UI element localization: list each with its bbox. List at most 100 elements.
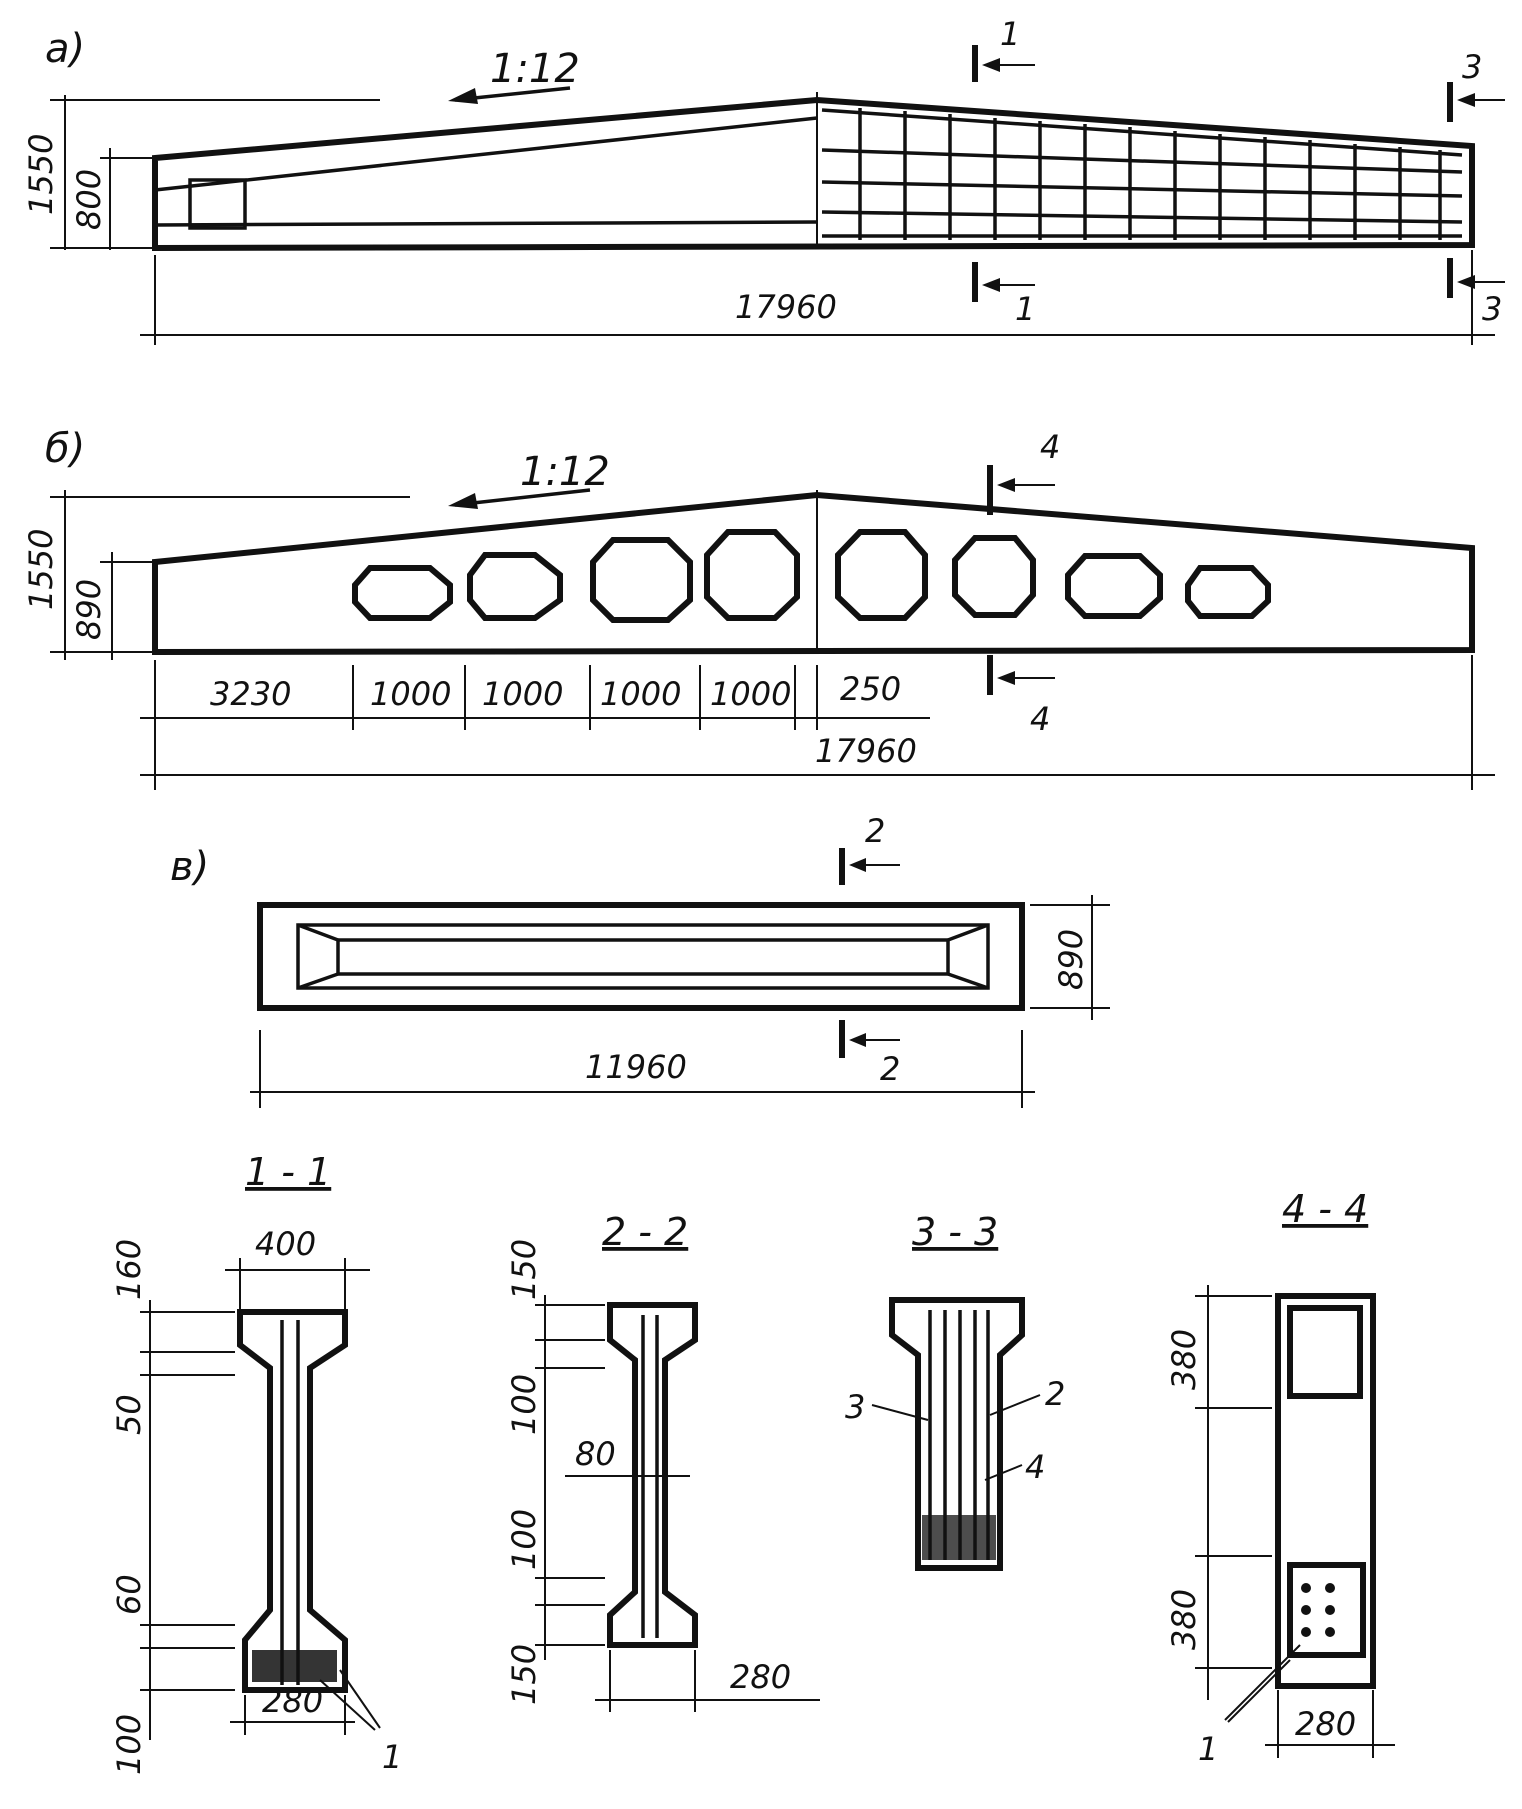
- view-a-reinforcement-cage: [821, 108, 1463, 240]
- web-opening: [704, 529, 800, 621]
- cut-3-top-arrowhead: [1457, 93, 1475, 107]
- cut-4-bottom-label: 4: [1030, 700, 1050, 738]
- cut-4-bottom-arrowhead: [997, 671, 1015, 685]
- section-3-3-callout-2: 2: [1045, 1375, 1065, 1413]
- section-1-1-dim-160: 160: [110, 1239, 148, 1300]
- section-1-1-dim-400: 400: [255, 1225, 316, 1263]
- cut-4-top-label: 4: [1040, 428, 1060, 466]
- view-a-end-panel: [188, 178, 247, 230]
- section-2-2-title: 2 - 2: [602, 1210, 688, 1254]
- view-a-dim-17960: 17960: [735, 288, 837, 326]
- view-c-chamfer: [947, 923, 989, 942]
- cut-1-bottom-label: 1: [1015, 290, 1035, 328]
- view-c-outline: [257, 902, 1025, 1011]
- section-1-1-bottom-bars: [252, 1650, 337, 1682]
- section-3-3-bottom-bars: [922, 1515, 996, 1560]
- view-c-beam: в) 890 11960 2 2: [170, 812, 1110, 1108]
- section-4-4-dim-380-bot: 380: [1165, 1589, 1203, 1650]
- web-opening: [835, 529, 928, 621]
- section-1-1-leader: [319, 1679, 376, 1731]
- section-4-4-dim-280: 280: [1295, 1705, 1356, 1743]
- section-4-4-leader: [1227, 1659, 1291, 1723]
- view-c-recess-bottom: [336, 938, 950, 976]
- view-c-chamfer: [297, 923, 339, 942]
- section-4-4-rebar-dot: [1325, 1627, 1335, 1637]
- section-3-3-callout-4: 4: [1025, 1448, 1045, 1486]
- view-c-chamfer: [297, 972, 339, 990]
- cage-longitudinal-bar: [821, 180, 1463, 198]
- cut-2-top-arrowhead: [849, 858, 866, 872]
- section-3-3-leader-4: [984, 1464, 1023, 1481]
- cage-longitudinal-bar: [821, 210, 1463, 224]
- view-b-solid-beam: б) 1:12 1550 890: [22, 426, 1495, 790]
- cut-2-top-label: 2: [865, 812, 885, 850]
- web-opening: [590, 537, 693, 623]
- section-4-4-rebar-dot: [1301, 1583, 1311, 1593]
- section-1-1-title: 1 - 1: [245, 1150, 331, 1194]
- web-opening: [352, 565, 453, 621]
- web-opening: [952, 535, 1036, 618]
- view-c-dim-11960: 11960: [585, 1048, 687, 1086]
- view-c-dim-890: 890: [1052, 929, 1090, 990]
- view-b-web-openings: [352, 529, 1271, 623]
- cut-4-top-arrowhead: [997, 478, 1015, 492]
- view-b-dim-1550: 1550: [22, 529, 60, 610]
- cage-longitudinal-bar: [821, 108, 1463, 157]
- section-4-4-bottom-cage: [1287, 1562, 1366, 1658]
- section-4-4-top-cage: [1287, 1305, 1363, 1399]
- view-a-trussed-beam: а) 1:12: [22, 15, 1505, 345]
- section-3-3-leader-2: [989, 1394, 1041, 1416]
- view-b-dim-3230: 3230: [210, 675, 291, 713]
- view-a-top-chord-inner: [154, 116, 818, 192]
- section-4-4: 4 - 4 380 380 280 1: [1165, 1187, 1395, 1768]
- cut-3-bottom-label: 3: [1482, 290, 1502, 328]
- section-2-2-dim-150-bot: 150: [505, 1644, 543, 1705]
- section-3-3-title: 3 - 3: [912, 1210, 998, 1254]
- section-2-2-dim-100-bot: 100: [505, 1509, 543, 1570]
- section-4-4-title: 4 - 4: [1282, 1187, 1368, 1231]
- view-a-slope-arrowhead: [448, 88, 478, 104]
- cut-2-bottom-label: 2: [880, 1050, 900, 1088]
- view-b-dim-1000-a: 1000: [370, 675, 451, 713]
- view-b-slope-arrowhead: [448, 493, 478, 509]
- section-4-4-dim-380-top: 380: [1165, 1329, 1203, 1390]
- view-b-dim-890: 890: [70, 579, 108, 640]
- view-a-label: а): [45, 26, 85, 72]
- cut-3-top-label: 3: [1462, 48, 1482, 86]
- view-a-outline: [152, 96, 1475, 252]
- web-opening: [1185, 565, 1271, 619]
- cut-3-bottom-arrowhead: [1457, 275, 1475, 289]
- section-4-4-rebar-dot: [1325, 1583, 1335, 1593]
- view-b-dim-1000-d: 1000: [710, 675, 791, 713]
- section-1-1: 1 - 1 400 280 160 50 60 100 1: [110, 1150, 402, 1776]
- section-1-1-dim-60: 60: [110, 1574, 148, 1615]
- section-1-1-dim-50: 50: [110, 1394, 148, 1435]
- view-b-label: б): [45, 426, 85, 472]
- section-2-2-profile: [607, 1302, 698, 1648]
- section-2-2-dim-100-top: 100: [505, 1374, 543, 1435]
- section-4-4-profile: [1275, 1293, 1376, 1689]
- section-2-2-dim-280: 280: [730, 1658, 791, 1696]
- view-b-dim-1000-b: 1000: [482, 675, 563, 713]
- view-a-slope: 1:12: [490, 46, 580, 92]
- web-opening: [1065, 553, 1163, 619]
- section-1-1-leader: [339, 1669, 381, 1729]
- view-b-dim-17960: 17960: [815, 732, 917, 770]
- cut-1-top-label: 1: [1000, 15, 1020, 53]
- section-3-3: 3 - 3 3 2 4: [845, 1210, 1065, 1571]
- section-1-1-dim-100: 100: [110, 1714, 148, 1775]
- view-c-chamfer: [947, 972, 989, 990]
- section-3-3-leader-3: [871, 1404, 929, 1421]
- section-1-1-callout: 1: [382, 1738, 402, 1776]
- view-b-slope: 1:12: [520, 449, 610, 495]
- view-a-dim-800: 800: [70, 169, 108, 230]
- view-c-label: в): [170, 844, 209, 890]
- section-4-4-rebar-dot: [1301, 1627, 1311, 1637]
- view-c-recess: [296, 923, 990, 990]
- view-a-bottom-chord: [154, 220, 818, 227]
- view-b-outline: [152, 491, 1475, 656]
- view-b-dim-250: 250: [840, 670, 901, 708]
- view-b-dim-1000-c: 1000: [600, 675, 681, 713]
- cut-2-bottom-arrowhead: [849, 1033, 866, 1047]
